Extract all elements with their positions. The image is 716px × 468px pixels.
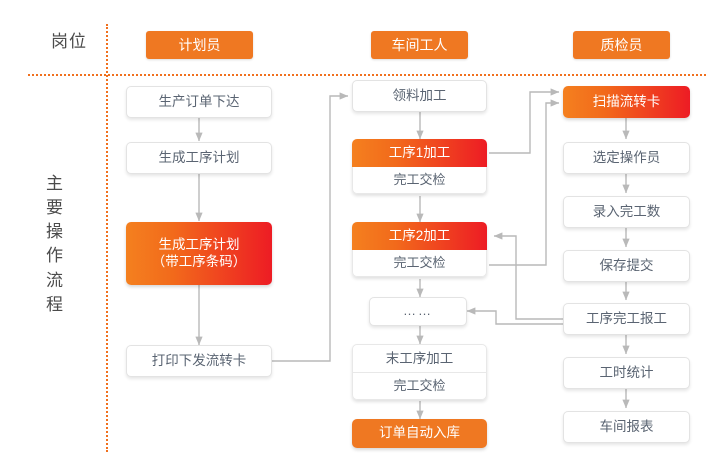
node-process-completion-report[interactable]: 工序完工报工	[563, 303, 690, 335]
node-working-hours-statistics[interactable]: 工时统计	[563, 357, 690, 389]
node-enter-completed-quantity[interactable]: 录入完工数	[563, 196, 690, 228]
node-process1-inspection[interactable]: 完工交检	[352, 167, 487, 194]
lane-divider-horizontal	[28, 74, 706, 76]
node-process2-machining-title: 工序2加工	[352, 222, 487, 250]
lane-label-flow: 主要操作流程	[46, 174, 64, 314]
node-line-1: 生成工序计划	[158, 236, 240, 252]
node-final-process-machining[interactable]: 末工序加工 完工交检	[352, 344, 487, 400]
node-material-picking[interactable]: 领料加工	[352, 80, 487, 112]
column-header-quality-inspector: 质检员	[573, 31, 670, 59]
node-save-submit[interactable]: 保存提交	[563, 250, 690, 282]
node-print-dispatch-routing-card[interactable]: 打印下发流转卡	[126, 345, 272, 377]
node-workshop-report[interactable]: 车间报表	[563, 411, 690, 443]
lane-divider-vertical	[106, 24, 108, 452]
node-generate-process-plan-with-barcode[interactable]: 生成工序计划 （带工序条码）	[126, 222, 272, 285]
column-header-planner: 计划员	[146, 31, 253, 59]
node-final-process-title: 末工序加工	[352, 344, 487, 373]
node-select-operator[interactable]: 选定操作员	[563, 142, 690, 174]
node-scan-routing-card[interactable]: 扫描流转卡	[563, 86, 690, 118]
node-generate-process-plan[interactable]: 生成工序计划	[126, 142, 272, 174]
column-header-workshop-worker: 车间工人	[371, 31, 468, 59]
node-process1-machining-title: 工序1加工	[352, 139, 487, 167]
node-process2-inspection[interactable]: 完工交检	[352, 250, 487, 277]
lane-label-role: 岗位	[51, 32, 87, 51]
node-production-order-release[interactable]: 生产订单下达	[126, 86, 272, 118]
node-process2-machining[interactable]: 工序2加工 完工交检	[352, 222, 487, 277]
node-final-process-inspection[interactable]: 完工交检	[352, 373, 487, 400]
ellipsis-label: ……	[403, 303, 433, 319]
node-ellipsis-more-processes: ……	[369, 297, 467, 326]
node-process1-machining[interactable]: 工序1加工 完工交检	[352, 139, 487, 194]
node-line-2: （带工序条码）	[151, 253, 247, 269]
node-order-auto-warehousing[interactable]: 订单自动入库	[352, 419, 487, 448]
